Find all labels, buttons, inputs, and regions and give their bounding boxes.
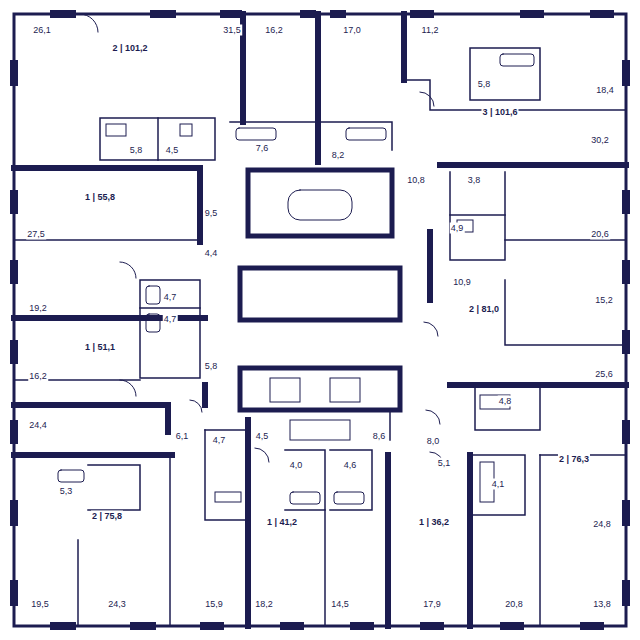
apartment-label: 2 | 75,8	[91, 511, 123, 522]
room-area: 4,8	[498, 396, 513, 407]
room-area: 5,8	[129, 145, 144, 156]
room-area: 17,0	[342, 25, 362, 36]
apartment-label: 1 | 51,1	[84, 342, 116, 353]
fixtures	[58, 54, 534, 504]
outer-wall	[14, 14, 626, 626]
windows	[10, 10, 630, 630]
room-area: 11,2	[421, 25, 440, 36]
room-area: 8,0	[426, 436, 441, 447]
room-area: 24,4	[28, 420, 48, 431]
room-area: 14,5	[330, 599, 350, 610]
partitions	[14, 48, 626, 626]
room-area: 26,1	[32, 25, 52, 36]
room-area: 8,6	[372, 431, 387, 442]
core	[240, 170, 400, 410]
room-area: 8,2	[331, 150, 346, 161]
room-area: 25,6	[594, 369, 614, 380]
apartment-label: 2 | 76,3	[558, 454, 590, 465]
room-area: 16,2	[28, 371, 48, 382]
room-area: 10,9	[452, 277, 472, 288]
room-area: 19,2	[28, 303, 48, 314]
apartment-label: 3 | 101,6	[481, 107, 518, 118]
room-area: 6,1	[175, 431, 190, 442]
room-area: 3,8	[467, 175, 482, 186]
room-area: 13,8	[592, 599, 612, 610]
room-area: 15,9	[204, 599, 224, 610]
room-area: 5,3	[59, 486, 74, 497]
apartment-label: 2 | 81,0	[468, 304, 500, 315]
room-area: 10,8	[406, 175, 426, 186]
room-area: 5,8	[204, 361, 219, 372]
room-area: 4,7	[163, 292, 178, 303]
room-area: 4,5	[165, 145, 180, 156]
room-area: 4,4	[204, 248, 219, 259]
room-area: 7,6	[255, 143, 270, 154]
apartment-label: 1 | 41,2	[266, 517, 298, 528]
room-area: 5,8	[477, 79, 492, 90]
doors	[80, 14, 444, 466]
apartment-label: 1 | 36,2	[418, 517, 450, 528]
room-area: 15,2	[594, 295, 614, 306]
room-area: 16,2	[264, 25, 284, 36]
room-area: 4,5	[255, 431, 270, 442]
room-area: 19,5	[30, 599, 50, 610]
room-area: 31,5	[222, 25, 242, 36]
room-area: 24,8	[592, 519, 612, 530]
room-area: 4,6	[343, 460, 358, 471]
apartment-label: 1 | 55,8	[84, 192, 116, 203]
room-area: 18,2	[254, 599, 274, 610]
apartment-label: 2 | 101,2	[111, 43, 148, 54]
main-walls	[14, 14, 626, 626]
room-area: 5,1	[437, 458, 452, 469]
room-area: 4,0	[289, 460, 304, 471]
room-area: 30,2	[590, 135, 610, 146]
room-area: 4,7	[212, 435, 227, 446]
room-area: 17,9	[422, 599, 442, 610]
room-area: 4,9	[450, 223, 465, 234]
room-area: 18,4	[595, 85, 615, 96]
room-area: 9,5	[204, 208, 219, 219]
room-area: 27,5	[26, 229, 46, 240]
room-area: 20,8	[504, 599, 524, 610]
room-area: 20,6	[590, 229, 610, 240]
room-area: 4,7	[163, 314, 178, 325]
room-area: 24,3	[107, 599, 127, 610]
room-area: 4,1	[491, 479, 506, 490]
